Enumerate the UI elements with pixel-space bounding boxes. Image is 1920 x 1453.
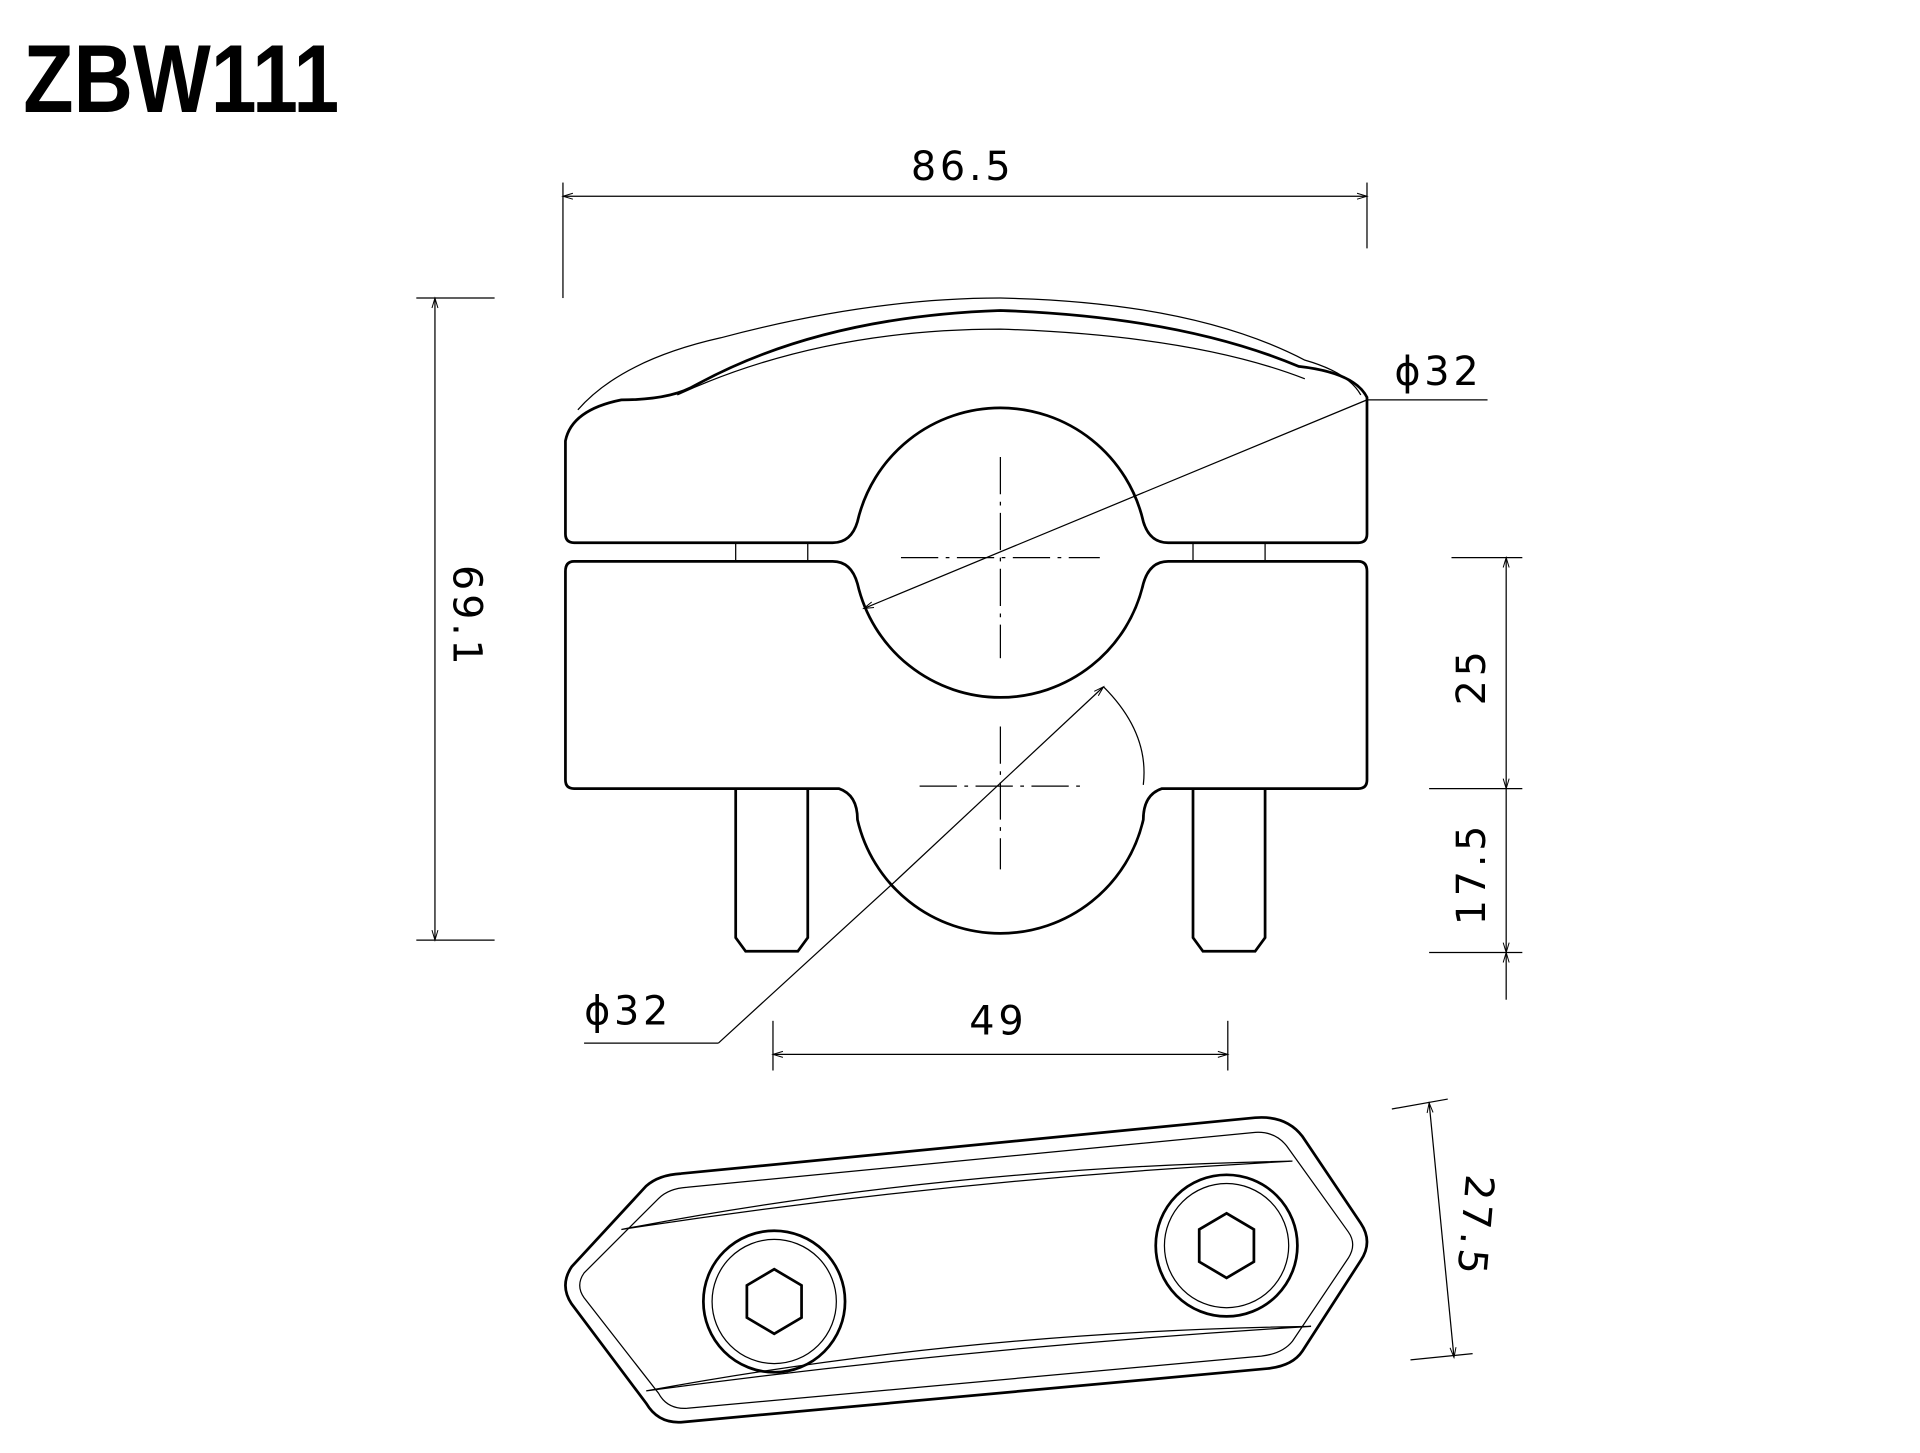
dim-label-bar-diameter-top: ϕ32	[1394, 349, 1482, 395]
dim-label-bar-diameter-bottom: ϕ32	[584, 989, 672, 1035]
bolt-left	[702, 1229, 847, 1374]
dim-label-stud-spacing: 49	[969, 998, 1027, 1044]
lower-clamp	[564, 559, 1369, 953]
dim-label-cap-width: 27.5	[1447, 1173, 1502, 1280]
dim-overall-height: 69.1	[416, 296, 495, 942]
dim-bar-diameter-bottom: ϕ32	[584, 685, 1145, 1044]
top-cap-view	[564, 1116, 1369, 1424]
dim-overall-width: 86.5	[561, 144, 1369, 299]
dim-label-overall-width: 86.5	[911, 144, 1014, 190]
bolt-right	[1154, 1173, 1299, 1318]
upper-clamp	[564, 297, 1369, 545]
dim-label-stud-length: 17.5	[1449, 822, 1495, 925]
dim-clamp-height: 25	[1429, 555, 1523, 954]
centerlines	[900, 457, 1100, 870]
dim-bar-diameter-top: ϕ32	[862, 349, 1488, 610]
gap-studs	[735, 542, 1266, 562]
dim-stud-spacing: 49	[771, 998, 1230, 1071]
part-number-title: ZBW111	[23, 26, 339, 134]
dim-cap-width: 27.5	[1391, 1098, 1502, 1361]
dim-label-overall-height: 69.1	[444, 565, 490, 668]
dim-stud-length: 17.5	[1449, 788, 1510, 1000]
dim-label-clamp-height: 25	[1449, 647, 1495, 705]
